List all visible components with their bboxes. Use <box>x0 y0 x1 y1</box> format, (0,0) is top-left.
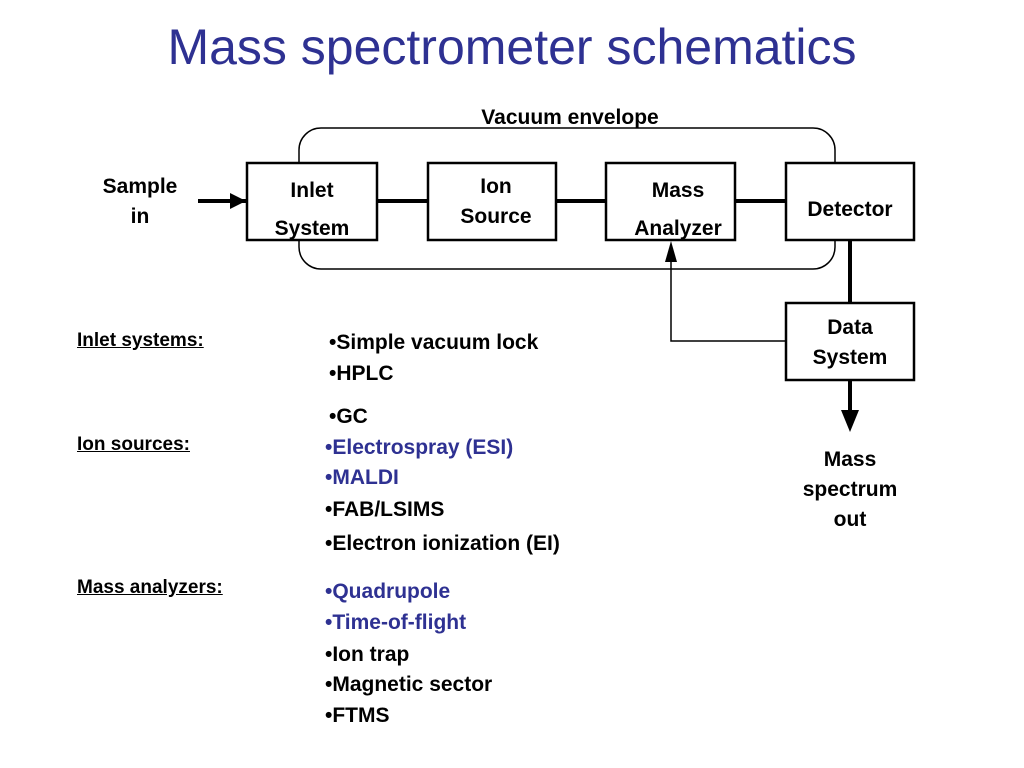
sample-in-arrowhead <box>230 193 246 209</box>
inlet-item-simple-vacuum-lock: •Simple vacuum lock <box>329 331 539 354</box>
data-system-box <box>784 301 916 382</box>
data-system-label: Data System <box>812 316 888 369</box>
inlet-system-label: Inlet System <box>274 179 350 240</box>
page-title: Mass spectrometer schematics <box>167 19 857 75</box>
ion-item-fab-lsims: •FAB/LSIMS <box>325 498 445 521</box>
inlet-item-hplc: •HPLC <box>329 362 394 385</box>
analyzer-item-ion-trap: •Ion trap <box>325 643 410 666</box>
inlet-system-box <box>245 161 379 242</box>
feedback-line <box>670 262 786 342</box>
sample-in-label: Sample in <box>102 175 178 228</box>
mass-spectrum-out-label: Mass spectrum out <box>802 448 898 531</box>
output-arrowhead <box>841 410 859 432</box>
ion-sources-heading: Ion sources: <box>77 434 190 455</box>
ion-item-ei: •Electron ionization (EI) <box>325 532 560 555</box>
feedback-arrowhead <box>665 241 677 262</box>
ion-item-esi: •Electrospray (ESI) <box>325 436 514 459</box>
analyzer-item-magnetic-sector: •Magnetic sector <box>325 673 493 696</box>
mass-analyzer-label: Mass Analyzer <box>634 179 722 240</box>
ion-item-maldi: •MALDI <box>325 466 399 489</box>
vacuum-envelope <box>298 127 836 270</box>
detector-box <box>784 161 916 242</box>
analyzer-item-ftms: •FTMS <box>325 704 390 727</box>
vacuum-envelope-label: Vacuum envelope <box>481 106 659 129</box>
inlet-item-gc: •GC <box>329 405 368 428</box>
inlet-systems-heading: Inlet systems: <box>77 330 204 351</box>
detector-label: Detector <box>807 198 893 221</box>
ion-source-box <box>426 161 558 242</box>
ion-source-label: Ion Source <box>460 175 532 228</box>
analyzer-item-tof: •Time-of-flight <box>325 611 467 634</box>
mass-analyzer-box <box>604 161 737 242</box>
analyzer-item-quadrupole: •Quadrupole <box>325 580 451 603</box>
mass-analyzers-heading: Mass analyzers: <box>77 577 223 598</box>
